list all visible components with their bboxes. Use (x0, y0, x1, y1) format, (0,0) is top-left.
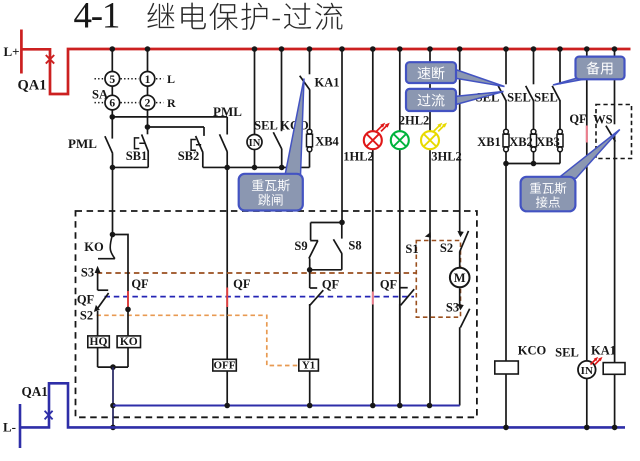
svg-text:QA1: QA1 (22, 384, 48, 399)
svg-text:2HL2: 2HL2 (399, 114, 430, 128)
svg-text:4-1: 4-1 (74, 0, 120, 37)
svg-text:XB1: XB1 (477, 135, 501, 149)
svg-text:XB4: XB4 (315, 135, 339, 149)
svg-text:S3: S3 (446, 301, 459, 315)
svg-text:3HL2: 3HL2 (431, 150, 462, 164)
svg-text:PML: PML (213, 104, 242, 119)
svg-text:KO: KO (84, 240, 104, 254)
svg-text:QF: QF (233, 277, 251, 291)
svg-text:S2: S2 (440, 241, 453, 255)
svg-text:S8: S8 (348, 239, 361, 253)
svg-text:QF: QF (77, 293, 95, 307)
svg-text:S2: S2 (80, 309, 93, 323)
svg-text:KCO: KCO (518, 344, 547, 358)
svg-text:L: L (167, 72, 175, 86)
svg-text:HQ: HQ (90, 336, 108, 348)
svg-text:M: M (454, 271, 466, 285)
svg-text:1HL2: 1HL2 (343, 150, 374, 164)
svg-text:L-: L- (3, 420, 16, 435)
svg-text:R: R (167, 96, 176, 110)
svg-text:PML: PML (68, 136, 97, 151)
svg-text:QF: QF (569, 112, 587, 126)
svg-text:SB1: SB1 (126, 149, 148, 163)
svg-text:IN: IN (581, 365, 593, 377)
svg-text:Y1: Y1 (302, 360, 315, 372)
svg-text:S1: S1 (405, 242, 418, 256)
svg-text:SEL: SEL (534, 91, 558, 105)
svg-text:SA: SA (92, 88, 108, 102)
svg-text:SEL: SEL (555, 346, 579, 360)
svg-text:SEL: SEL (507, 91, 531, 105)
svg-text:L+: L+ (4, 44, 20, 59)
svg-text:KA1: KA1 (315, 76, 340, 90)
svg-text:XB3: XB3 (536, 135, 560, 149)
svg-text:2: 2 (145, 98, 151, 110)
svg-text:QF: QF (131, 277, 149, 291)
svg-text:IN: IN (249, 138, 261, 149)
svg-text:WS: WS (593, 113, 613, 127)
svg-text:QF: QF (380, 278, 398, 292)
svg-text:KA1: KA1 (591, 344, 616, 358)
svg-text:SEL: SEL (254, 119, 278, 133)
svg-text:1: 1 (145, 74, 151, 86)
svg-text:QF: QF (322, 278, 340, 292)
svg-text:S9: S9 (294, 239, 307, 253)
svg-text:SB2: SB2 (178, 149, 200, 163)
svg-text:OFF: OFF (214, 360, 236, 372)
svg-text:QA1: QA1 (18, 78, 47, 94)
svg-text:6: 6 (109, 98, 115, 110)
svg-text:S3: S3 (81, 266, 94, 280)
svg-text:XB2: XB2 (509, 135, 533, 149)
svg-text:KO: KO (120, 336, 138, 348)
svg-text:5: 5 (109, 74, 115, 86)
